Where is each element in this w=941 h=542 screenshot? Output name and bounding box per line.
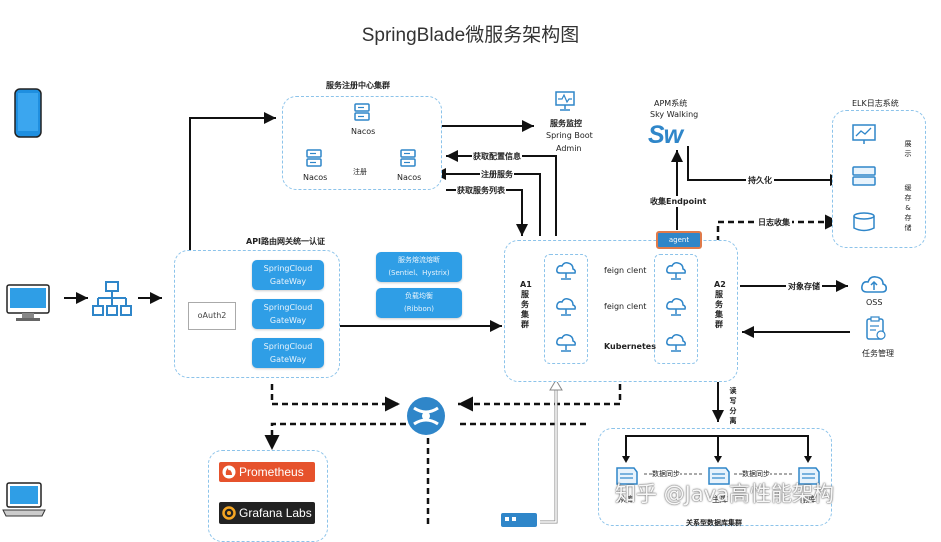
cloud-node-icon <box>666 262 686 280</box>
apm-title: APM系统 <box>654 99 688 108</box>
gateway-node-3-line1: SpringCloud <box>263 342 313 351</box>
a2-cluster-label: A2服务集群 <box>714 280 726 329</box>
feign-label-2: feign clent <box>604 302 647 311</box>
monitor-name-2: Admin <box>556 144 582 153</box>
elk-title: ELK日志系统 <box>852 99 899 108</box>
circuit-breaker-box: 服务熔流熔断 (Sentiel、Hystrix) <box>376 252 462 282</box>
cloud-node-icon <box>556 262 576 280</box>
registry-middle-label: 注册 <box>353 168 367 176</box>
db-title: 关系型数据库集群 <box>686 519 742 527</box>
cloud-node-icon <box>666 298 686 316</box>
circuit-breaker-line2: (Sentiel、Hystrix) <box>388 269 450 277</box>
collect-endpoint-label: 收集Endpoint <box>650 196 707 207</box>
log-server-icon <box>852 166 876 186</box>
db-sync-label-2: 数据同步 <box>742 469 770 479</box>
db-node-mid: 主库 <box>712 495 728 504</box>
register-label: 注册服务 <box>480 169 514 180</box>
nacos-label-3: Nacos <box>397 173 422 182</box>
monitor-icon <box>555 91 575 111</box>
router-network-icon <box>92 281 132 316</box>
grafana-logo: Grafana Labs <box>219 502 315 524</box>
cluster-to-hub-dashed <box>458 384 622 412</box>
elk-box: 展示 缓存&存储 <box>832 110 926 248</box>
feign-label-1: feign clent <box>604 266 647 275</box>
gateway-node-3: SpringCloud GateWay <box>252 338 324 368</box>
a1-cluster-label: A1服务集群 <box>520 280 532 329</box>
gateway-node-3-line2: GateWay <box>269 355 307 364</box>
gateway-title: API路由网关统一认证 <box>246 237 326 246</box>
db-node-right: 副库 <box>800 495 816 504</box>
gateway-node-2-line2: GateWay <box>269 316 307 325</box>
db-connection-lines <box>622 435 812 475</box>
log-collect-label: 日志收集 <box>756 217 792 228</box>
server-icon <box>306 149 322 167</box>
cloud-upload-icon <box>861 276 887 293</box>
circuit-breaker-line1: 服务熔流熔断 <box>398 256 440 264</box>
cloud-node-icon <box>556 298 576 316</box>
registry-cluster-box: Nacos Nacos 注册 Nacos <box>282 96 442 190</box>
read-write-label: 读写分离 <box>729 387 737 425</box>
mobile-phone-icon <box>14 88 42 138</box>
server-icon <box>354 103 370 121</box>
skywalking-logo: Sw <box>648 121 683 149</box>
gateway-node-2-line1: SpringCloud <box>263 303 313 312</box>
cloud-node-icon <box>556 334 576 352</box>
config-label: 获取配置信息 <box>472 151 522 162</box>
log-collect-arrow <box>716 214 840 242</box>
load-balancer-line2: (Ribbon) <box>404 305 434 313</box>
load-balancer-box: 负载均衡 (Ribbon) <box>376 288 462 318</box>
persist-label: 持久化 <box>746 175 774 186</box>
grafana-label: Grafana Labs <box>239 506 312 520</box>
database-icon <box>708 467 730 485</box>
service-list-arrow <box>446 189 528 236</box>
database-icon <box>798 467 820 485</box>
gateway-node-2: SpringCloud GateWay <box>252 299 324 329</box>
prometheus-flame-icon <box>222 465 236 479</box>
object-storage-label: 对象存储 <box>786 281 822 292</box>
oss-label: OSS <box>866 298 883 307</box>
server-icon <box>400 149 416 167</box>
nacos-label-2: Nacos <box>303 173 328 182</box>
service-cluster-box <box>504 240 738 382</box>
register-arrow <box>434 168 541 236</box>
load-balancer-line1: 负载均衡 <box>405 292 433 300</box>
prometheus-label: Prometheus <box>239 465 304 479</box>
gateway-node-1: SpringCloud GateWay <box>252 260 324 290</box>
hub-to-prometheus-dashed <box>264 422 406 450</box>
monitor-name-1: Spring Boot <box>546 131 593 140</box>
cloud-node-icon <box>666 334 686 352</box>
database-icon <box>616 467 638 485</box>
grafana-swirl-icon <box>222 506 236 520</box>
gateway-to-registry-arrow <box>189 112 276 252</box>
hub-connector-icon <box>407 397 445 435</box>
watermark: 知乎 @Java高性能架构 <box>615 482 835 506</box>
gateway-node-1-line2: GateWay <box>269 277 307 286</box>
apm-name: Sky Walking <box>650 110 699 119</box>
task-clipboard-icon <box>866 316 886 340</box>
monitor-label: 服务监控 <box>550 119 582 128</box>
nacos-label-1: Nacos <box>351 127 376 136</box>
gateway-to-hub-dashed <box>270 384 400 412</box>
gateway-node-1-line1: SpringCloud <box>263 264 313 273</box>
page-title: SpringBlade微服务架构图 <box>361 25 580 46</box>
prometheus-logo: Prometheus <box>219 462 315 482</box>
elk-storage-label: 缓存&存储 <box>904 184 912 232</box>
agent-badge: agent <box>656 231 702 249</box>
storage-icon <box>853 212 875 232</box>
a1-instances-box <box>544 254 588 364</box>
task-label: 任务管理 <box>862 349 894 358</box>
admin-server-icon <box>501 513 537 527</box>
oauth-box: oAuth2 <box>188 302 236 330</box>
dashboard-icon <box>852 124 876 144</box>
db-sync-label-1: 数据同步 <box>652 469 680 479</box>
persist-arrow <box>687 146 842 186</box>
a2-instances-box <box>654 254 698 364</box>
elk-display-label: 展示 <box>904 140 912 158</box>
kubernetes-label: Kubernetes <box>604 342 656 351</box>
laptop-icon <box>2 482 46 517</box>
registry-title: 服务注册中心集群 <box>326 81 390 90</box>
desktop-icon <box>6 284 50 321</box>
db-node-left: 从库 <box>618 495 634 504</box>
service-list-label: 获取服务列表 <box>456 185 506 196</box>
